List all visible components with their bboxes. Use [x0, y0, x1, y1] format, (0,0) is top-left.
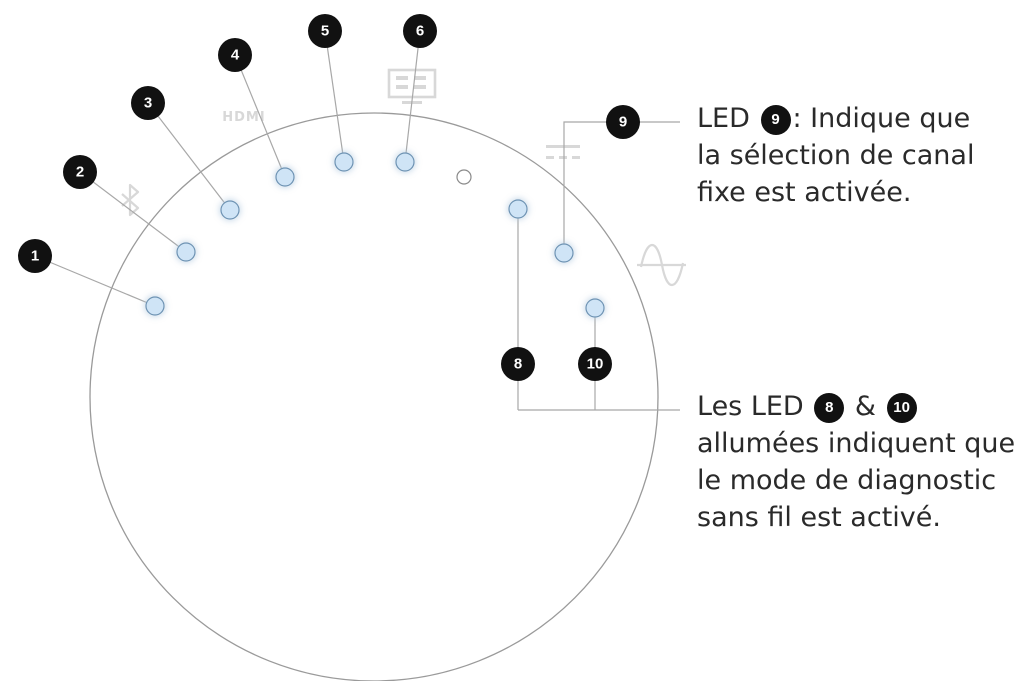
callout-3: 3 — [131, 86, 165, 120]
callout-4: 4 — [218, 38, 252, 72]
led9-description: LED 9: Indique que la sélection de canal… — [697, 100, 974, 211]
svg-text:1: 1 — [31, 248, 39, 265]
svg-text:2: 2 — [76, 164, 84, 181]
led8-badge: 8 — [814, 393, 845, 423]
svg-text:5: 5 — [321, 23, 329, 40]
led9-line-1: LED 9: Indique que — [697, 103, 971, 135]
led-4 — [275, 167, 295, 187]
leader-line-3 — [147, 102, 231, 211]
svg-text:3: 3 — [144, 95, 152, 112]
leader-line-6 — [404, 30, 421, 163]
callout-8: 8 — [501, 347, 535, 381]
led8-10-line-2: allumées indiquent que — [697, 428, 1016, 459]
led-9 — [554, 243, 574, 263]
callout-6: 6 — [403, 14, 437, 48]
led9-line-2: la sélection de canal — [697, 140, 975, 171]
callout-5: 5 — [308, 14, 342, 48]
led8-10-line-3: le mode de diagnostic — [697, 465, 997, 496]
device-outline — [89, 112, 659, 681]
led9-badge: 9 — [760, 105, 791, 135]
led8-10-line-1: Les LED 8 & 10 — [697, 388, 1015, 425]
led8-10-description: Les LED 8 & 10 allumées indiquent que le… — [697, 388, 1015, 536]
led-10 — [585, 298, 605, 318]
led-8 — [508, 199, 528, 219]
sine-wave-icon — [637, 244, 686, 286]
fixed-channel-icon — [546, 145, 580, 159]
led-6 — [395, 152, 415, 172]
hdmi-icon: HDMI — [222, 110, 265, 125]
callout-2: 2 — [63, 155, 97, 189]
svg-text:6: 6 — [416, 23, 424, 40]
bluetooth-icon — [121, 183, 140, 217]
svg-text:10: 10 — [587, 356, 604, 373]
svg-text:9: 9 — [619, 114, 627, 131]
led-1 — [145, 296, 165, 316]
led-7-off — [456, 169, 472, 185]
led10-badge: 10 — [886, 393, 917, 423]
leader-line-4 — [234, 54, 286, 178]
led-3 — [220, 200, 240, 220]
callout-10: 10 — [578, 347, 612, 381]
led-5 — [334, 152, 354, 172]
leader-line-5 — [324, 30, 345, 163]
leader-line-2 — [79, 171, 187, 253]
led8-10-line-4: sans fil est activé. — [697, 502, 941, 533]
svg-text:4: 4 — [231, 47, 240, 64]
callout-9: 9 — [606, 105, 640, 139]
callout-1: 1 — [18, 239, 52, 273]
led-2 — [176, 242, 196, 262]
svg-text:8: 8 — [514, 356, 522, 373]
leader-line-9 — [563, 121, 680, 253]
leader-line-1 — [34, 255, 156, 307]
led9-line-3: fixe est activée. — [697, 177, 912, 208]
led-group — [145, 152, 605, 318]
